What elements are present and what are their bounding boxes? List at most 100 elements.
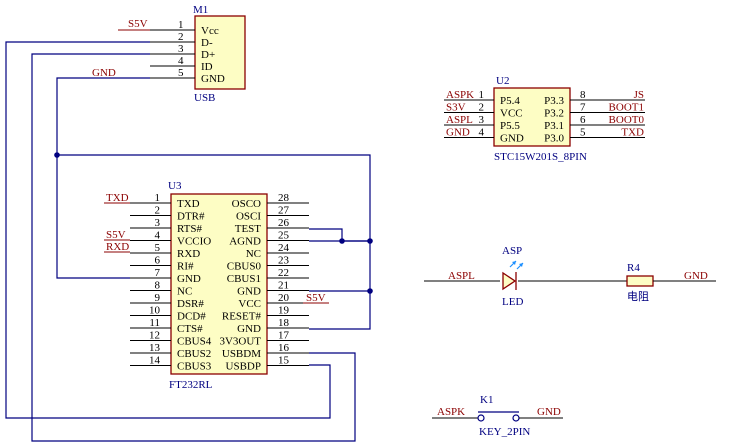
junction-dot	[367, 288, 373, 294]
m1-pin-name: Vcc	[201, 25, 219, 37]
junction-dot	[54, 152, 60, 158]
u3-pin-number: 11	[149, 317, 160, 329]
u3-pin-name: DTR#	[177, 211, 205, 223]
led-label: ASP	[502, 245, 522, 257]
u3-pin-number: 18	[278, 317, 290, 329]
u2-pin-number: 8	[580, 89, 586, 101]
u2-pin-name: P3.1	[544, 120, 564, 132]
u3-pin-number: 19	[278, 305, 290, 317]
m1-ref: M1	[193, 4, 208, 16]
u3-pin-number: 3	[155, 217, 161, 229]
r4-body	[626, 275, 654, 287]
u2-pin-number: 4	[479, 127, 485, 139]
k1-net-aspk: ASPK	[437, 406, 465, 418]
u3-pin-name: VCC	[238, 298, 261, 310]
led-triangle	[502, 271, 517, 291]
k1-contact	[477, 414, 485, 422]
u3-pin-number: 4	[155, 230, 161, 242]
u2-ref: U2	[496, 75, 509, 87]
m1-pin-name: D+	[201, 49, 215, 61]
u2-net-label: S3V	[446, 102, 466, 114]
junction-dot	[339, 238, 345, 244]
u3-pin-name: RI#	[177, 261, 194, 273]
u2-pin-number: 1	[479, 89, 485, 101]
u3-pin-number: 10	[149, 305, 161, 317]
u3-pin-name: CBUS0	[227, 261, 262, 273]
u3-body	[170, 193, 268, 375]
u2-pin-name: P5.5	[500, 120, 520, 132]
u3-pin-number: 13	[149, 342, 161, 354]
u3-pin-number: 28	[278, 192, 290, 204]
m1-pin-number: 4	[178, 55, 184, 67]
u2-pin-number: 2	[479, 102, 485, 114]
m1-pin-number: 3	[178, 43, 184, 55]
u3-pin-name: RXD	[177, 248, 200, 260]
u3-pin-number: 1	[155, 192, 161, 204]
k1-contact	[512, 414, 520, 422]
led-name: LED	[502, 296, 523, 308]
resistor-r4: R4 电阻 GND	[590, 262, 716, 303]
u3-pin-number: 25	[278, 230, 290, 242]
u3-net-rxd: RXD	[106, 241, 129, 253]
u3-pin-name: RESET#	[222, 311, 262, 323]
u3-pin-name: GND	[237, 323, 261, 335]
u3-pin-name: DSR#	[177, 298, 204, 310]
u3-net-s5v-vcc: S5V	[306, 292, 326, 304]
u3-pin-number: 2	[155, 205, 161, 217]
u3-pin-name: DCD#	[177, 311, 206, 323]
m1-pin-name: D-	[201, 37, 213, 49]
u2-pin-name: P5.4	[500, 95, 520, 107]
u3-pin-name: CBUS3	[177, 361, 212, 373]
u3-pin-name: OSCO	[232, 198, 261, 210]
u3-pin-name: TEST	[235, 223, 262, 235]
r4-ref: R4	[627, 262, 640, 274]
led-net-aspl: ASPL	[448, 270, 475, 282]
u3-pin-name: GND	[237, 286, 261, 298]
u3-pin-number: 17	[278, 330, 290, 342]
u3-pin-number: 14	[149, 355, 161, 367]
u2-body	[493, 87, 571, 147]
u3-pin-number: 23	[278, 255, 290, 267]
u3-pin-number: 22	[278, 267, 289, 279]
u2-pin-name: P3.2	[544, 108, 564, 120]
u2-net-label: TXD	[621, 127, 644, 139]
u2-net-label: ASPK	[446, 89, 474, 101]
u3-pin-number: 7	[155, 267, 161, 279]
u3-pin-number: 15	[278, 355, 290, 367]
u3-pin-name: CTS#	[177, 323, 203, 335]
u3-pin-number: 24	[278, 242, 290, 254]
u2-pin-number: 7	[580, 102, 586, 114]
k1-net-gnd: GND	[537, 406, 561, 418]
u3-net-s5v-vccio: S5V	[106, 229, 126, 241]
m1-body	[194, 15, 246, 90]
u3-pin-name: OSCI	[236, 211, 261, 223]
u3-pin-name: TXD	[177, 198, 200, 210]
u2-pin-number: 6	[580, 114, 586, 126]
m1-net-gnd: GND	[92, 67, 116, 79]
u3-pin-name: CBUS4	[177, 336, 212, 348]
u3-pin-name: VCCIO	[177, 236, 211, 248]
u2-pin-number: 5	[580, 127, 586, 139]
u2-pin-name: P3.0	[544, 133, 564, 145]
m1-pin-number: 5	[178, 67, 184, 79]
u3-pin-name: USBDP	[226, 361, 261, 373]
r4-value: 电阻	[627, 290, 649, 303]
k1-value: KEY_2PIN	[479, 426, 530, 438]
u3-pin-name: AGND	[229, 236, 261, 248]
u3-pin-number: 8	[155, 280, 161, 292]
m1-pin-name: ID	[201, 61, 213, 73]
u3-right-pins: 28OSCO27OSCI26TEST25AGND24NC23CBUS022CBU…	[219, 192, 309, 373]
u3-pin-number: 20	[278, 292, 290, 304]
u3-pin-name: NC	[246, 248, 261, 260]
u2-net-label: JS	[634, 89, 644, 101]
u3-pin-name: GND	[177, 273, 201, 285]
u3-pin-name: 3V3OUT	[219, 336, 261, 348]
u3-pin-number: 6	[155, 255, 161, 267]
m1-pin-number: 2	[178, 31, 184, 43]
u3-net-txd: TXD	[106, 192, 129, 204]
u3-pin-name: CBUS2	[177, 348, 211, 360]
